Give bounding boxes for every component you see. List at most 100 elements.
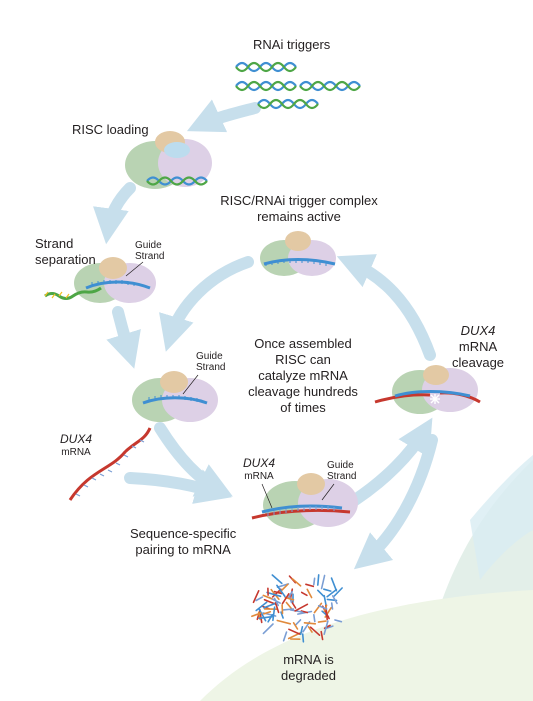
mrna-fragment (255, 596, 264, 602)
mrna-fragment (330, 577, 338, 592)
helix-4 (257, 98, 319, 110)
label-guide-strand-2: Guide Strand (196, 351, 225, 373)
mrna-fragment (313, 602, 323, 614)
guide-text: Guide (327, 460, 354, 471)
degraded-mrna-fragments (251, 574, 343, 643)
label-risc-loading: RISC loading (72, 122, 149, 137)
mrna-fragment (316, 589, 325, 597)
active-complex-top (260, 231, 336, 276)
mrna-fragment (280, 611, 284, 619)
mrna-fragment (307, 626, 313, 633)
mrna-fragment (333, 587, 343, 597)
dux4-mrna-strand (68, 427, 152, 501)
center-line1: Once assembled (254, 336, 352, 351)
strand-text: Strand (196, 362, 226, 373)
mrna-fragment (312, 577, 316, 586)
dux4-text: DUX4 (243, 456, 276, 470)
mrna-fragment (276, 584, 286, 598)
mrna-fragment (320, 574, 326, 590)
rnai-trigger-helices (235, 61, 361, 110)
mrna-fragment (299, 625, 304, 636)
guide-text: Guide (135, 240, 162, 251)
cleavage-complex (374, 365, 481, 414)
label-dux4-mrna: DUX4 mRNA (60, 433, 92, 459)
mrna-fragment (316, 574, 320, 586)
label-complex-active: RISC/RNAi trigger complex remains active (208, 193, 390, 225)
mrna-fragment (271, 588, 282, 598)
pairing-complex (251, 473, 358, 529)
mrna-fragment (258, 615, 273, 620)
pairing-line2: pairing to mRNA (135, 542, 231, 557)
cleavage-text: cleavage (452, 355, 505, 370)
mrna-fragment (320, 630, 324, 641)
mrna-text: mRNA (61, 447, 91, 458)
risc-loading-complex (125, 131, 212, 189)
mrna-fragment (258, 608, 267, 622)
mrna-fragment (300, 591, 308, 597)
helix-1 (235, 61, 297, 73)
mrna-fragment (252, 589, 260, 604)
mrna-fragment (281, 592, 290, 605)
strand-text: Strand (135, 251, 165, 262)
mrna-fragment (276, 619, 292, 625)
cleavage-burst (430, 394, 440, 404)
center-line4: cleavage hundreds (248, 384, 358, 399)
mrna-fragment (309, 626, 321, 637)
background-swoosh (200, 455, 533, 701)
label-strand-separation-line2: separation (35, 252, 96, 267)
strand-text: Strand (327, 471, 357, 482)
arrow-loading-to-separation (93, 182, 136, 245)
label-strand-separation: Strand separation (35, 236, 96, 268)
helix-3 (299, 80, 361, 92)
label-complex-active-line2: remains active (257, 209, 341, 224)
strand-separation-complex (44, 257, 156, 303)
process-arrows (93, 99, 438, 570)
mrna-fragment (291, 577, 302, 587)
mrna-fragment (300, 610, 309, 614)
label-sequence-pairing: Sequence-specific pairing to mRNA (130, 526, 236, 558)
arrow-pairing-to-cleavage (349, 417, 433, 506)
mrna-text: mRNA (458, 339, 498, 354)
mrna-fragment (323, 594, 327, 607)
mrna-fragment (301, 633, 305, 643)
mrna-fragment (282, 631, 288, 642)
mrna-fragment (294, 603, 309, 612)
mrna-fragment (262, 623, 274, 635)
mrna-fragment (274, 601, 280, 614)
mrna-fragment (330, 602, 334, 610)
mrna-fragment (273, 590, 283, 595)
mrna-fragment (292, 621, 299, 630)
dux4-text: DUX4 (460, 323, 496, 338)
mrna-fragment (323, 620, 329, 636)
center-line5: of times (280, 400, 326, 415)
mrna-fragment (267, 613, 274, 623)
degraded-line1: mRNA is (283, 652, 334, 667)
mrna-fragment (322, 588, 332, 592)
mrna-fragment (262, 594, 273, 600)
mrna-fragment (334, 619, 343, 623)
mrna-fragment (287, 590, 294, 599)
label-dux4-cleavage: DUX4 mRNA cleavage (452, 323, 504, 371)
label-dux4-mrna-pairing: DUX4 mRNA (243, 457, 275, 483)
mrna-text: mRNA (244, 471, 274, 482)
mrna-fragment (282, 608, 295, 611)
mrna-fragment (294, 619, 302, 626)
center-line2: RISC can (275, 352, 331, 367)
label-strand-separation-line1: Strand (35, 236, 74, 251)
arrow-separation-to-active (106, 306, 141, 369)
arrow-triggers-to-loading (186, 99, 261, 133)
label-mrna-degraded: mRNA is degraded (281, 652, 336, 684)
degraded-line2: degraded (281, 668, 336, 683)
mrna-fragment (317, 620, 327, 623)
label-rnai-triggers: RNAi triggers (253, 37, 331, 52)
mrna-fragment (317, 604, 328, 610)
mrna-fragment (288, 628, 301, 635)
mrna-fragment (326, 588, 338, 598)
mrna-fragment (263, 602, 276, 609)
mrna-fragment (312, 613, 316, 623)
mrna-fragment (303, 621, 317, 625)
mrna-fragment (273, 597, 280, 607)
arrow-complex-to-active (159, 256, 254, 352)
label-center-note: Once assembled RISC can catalyze mRNA cl… (233, 336, 373, 416)
mrna-fragment (272, 606, 276, 622)
